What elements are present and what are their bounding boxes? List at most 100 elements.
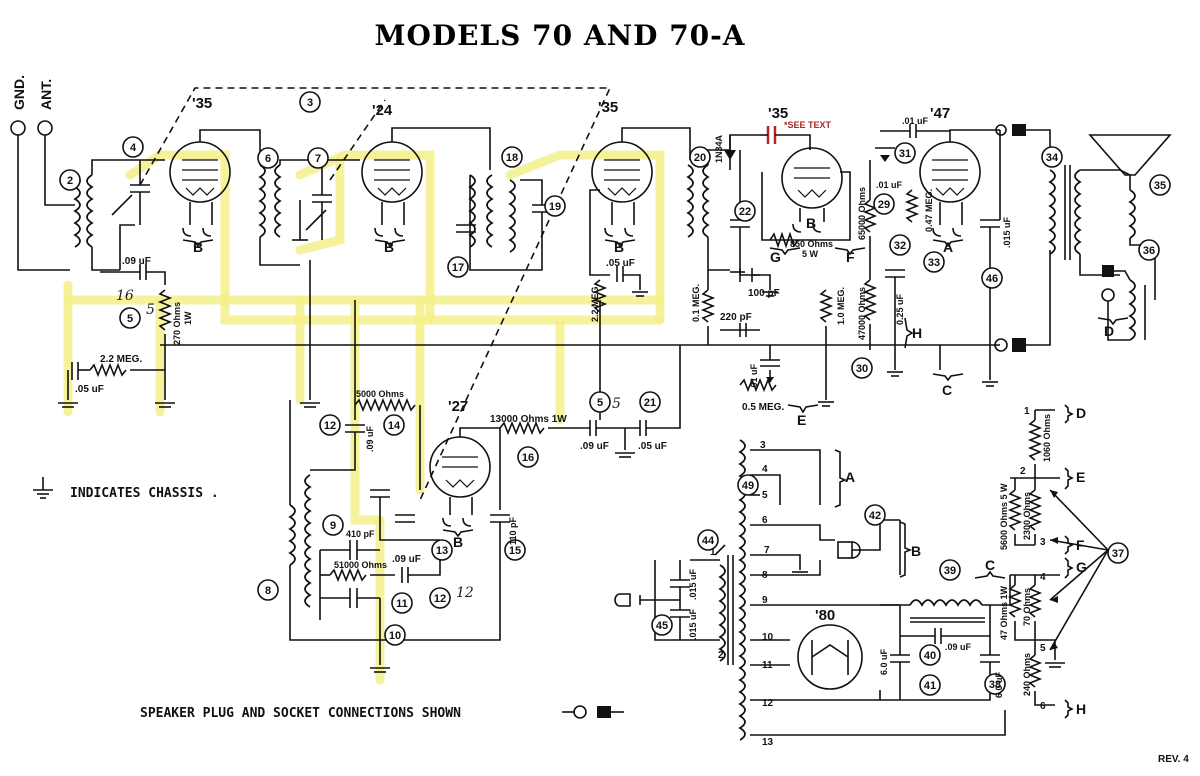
val-5000-ohms: 5000 Ohms <box>356 389 404 399</box>
tube-35-rf-label: '35 <box>192 95 212 112</box>
svg-text:8: 8 <box>265 585 271 597</box>
val-05uf-bypass: .05 uF <box>638 441 667 452</box>
val-05uf-left: .05 uF <box>75 384 104 395</box>
tube-47-label: '47 <box>930 105 950 122</box>
heater-b-1: B <box>193 239 203 255</box>
part-callout-22: 22 <box>734 200 756 222</box>
val-09uf-coupling: .09 uF <box>580 441 609 452</box>
val-015uf-line-b: .015 uF <box>688 608 698 640</box>
svg-text:4: 4 <box>1040 572 1046 583</box>
part-callout-13: 13 <box>431 539 453 561</box>
svg-text:29: 29 <box>878 199 890 211</box>
svg-text:35: 35 <box>1154 180 1166 192</box>
svg-text:30: 30 <box>856 363 868 375</box>
svg-text:33: 33 <box>928 257 940 269</box>
heater-b-6: B <box>453 534 463 550</box>
part-callout-18: 18 <box>501 146 523 168</box>
val-1n34a: 1N34A <box>714 134 724 163</box>
val-110pf: 110 pF <box>508 516 518 545</box>
svg-text:5: 5 <box>762 490 768 501</box>
part-callout-29: 29 <box>873 193 895 215</box>
val-2300-ohms: 2300 Ohms <box>1022 492 1032 540</box>
heater-a: A <box>943 239 953 255</box>
pin-numbers: 3 4 5 6 7 8 9 10 11 12 13 1 2 1 2 3 4 5 … <box>710 406 1046 748</box>
tube-35-detector-label: '35 <box>768 105 788 122</box>
val-22meg-left: 2.2 MEG. <box>100 354 142 365</box>
svg-text:3: 3 <box>760 440 766 451</box>
svg-text:31: 31 <box>899 148 911 160</box>
val-09uf-osc: .09 uF <box>392 554 421 565</box>
heater-c: C <box>942 382 952 398</box>
part-callout-41: 41 <box>919 674 941 696</box>
svg-text:36: 36 <box>1143 245 1155 257</box>
part-callout-2: 2 <box>59 169 81 191</box>
val-270-ohms: 270 Ohms <box>172 302 182 345</box>
part-callout-49: 49 <box>737 474 759 496</box>
svg-text:3: 3 <box>1040 537 1046 548</box>
val-025uf: 0.25 uF <box>895 293 905 325</box>
highlight-traces <box>63 150 665 685</box>
val-05meg: 0.5 MEG. <box>742 402 784 413</box>
svg-text:21: 21 <box>644 397 656 409</box>
val-70-ohms: 70 Ohms <box>1022 588 1032 626</box>
part-callout-15: 15 <box>504 539 526 561</box>
part-callout-30: 30 <box>851 357 873 379</box>
val-5w: 5 W <box>802 249 819 259</box>
svg-text:11: 11 <box>396 598 408 610</box>
svg-text:7: 7 <box>315 153 321 165</box>
heater-b-4: B <box>806 215 816 231</box>
val-see-text: *SEE TEXT <box>784 120 832 130</box>
val-13000-ohms: 13000 Ohms 1W <box>490 414 567 425</box>
component-values: .09 uF .05 uF 2.2 MEG. 270 Ohms 1W 5000 … <box>75 116 1052 698</box>
svg-text:1: 1 <box>710 547 716 558</box>
val-100pf: 100 pF <box>748 288 780 299</box>
svg-text:38: 38 <box>989 679 1001 691</box>
part-callout-6: 6 <box>257 147 279 169</box>
svg-text:6: 6 <box>265 153 271 165</box>
heater-h: H <box>912 325 922 341</box>
val-47-ohms: 47 Ohms 1W <box>999 585 1009 640</box>
svg-text:16: 16 <box>522 452 534 464</box>
part-callout-44: 44 <box>697 529 719 551</box>
part-callout-14: 14 <box>383 414 405 436</box>
svg-text:9: 9 <box>762 595 768 606</box>
gnd-label: GND. <box>11 75 27 110</box>
heater-b-3: B <box>614 239 624 255</box>
svg-text:44: 44 <box>702 535 715 547</box>
part-callout-35: 35 <box>1149 174 1171 196</box>
part-callout-19: 19 <box>544 195 566 217</box>
part-callout-5: 5 <box>589 391 611 413</box>
val-65000-ohms: 65000 Ohms <box>857 187 867 240</box>
bracket-e: E <box>1076 469 1085 485</box>
part-callout-39: 39 <box>939 559 961 581</box>
svg-text:2: 2 <box>718 650 724 661</box>
part-callout-3: 3 <box>299 91 321 113</box>
val-10meg: 1.0 MEG. <box>836 287 846 325</box>
part-callout-33: 33 <box>923 251 945 273</box>
val-60uf-filter-b: 6.0 uF <box>994 671 1004 698</box>
part-callout-37: 37 <box>1107 542 1129 564</box>
val-047meg: 0.47 MEG. <box>924 189 934 232</box>
val-09uf-grid: .09 uF <box>365 425 375 452</box>
svg-text:10: 10 <box>762 632 774 643</box>
part-callout-5: 5 <box>119 307 141 329</box>
svg-text:7: 7 <box>764 545 770 556</box>
part-callout-32: 32 <box>889 234 911 256</box>
part-callout-36: 36 <box>1138 239 1160 261</box>
svg-text:37: 37 <box>1112 548 1124 560</box>
svg-text:45: 45 <box>656 620 668 632</box>
part-callout-9: 9 <box>322 514 344 536</box>
svg-text:13: 13 <box>436 545 448 557</box>
tube-80-label: '80 <box>815 607 835 624</box>
val-1w-a: 1W <box>183 311 193 325</box>
part-callout-7: 7 <box>307 147 329 169</box>
part-callout-4: 4 <box>122 136 144 158</box>
svg-text:32: 32 <box>894 240 906 252</box>
val-22meg-if: 2.2 MEG. <box>590 284 600 322</box>
handwritten-16: 16 <box>116 288 134 304</box>
svg-text:14: 14 <box>388 420 401 432</box>
val-015uf-output: .015 uF <box>1002 216 1012 248</box>
part-callout-21: 21 <box>639 391 661 413</box>
